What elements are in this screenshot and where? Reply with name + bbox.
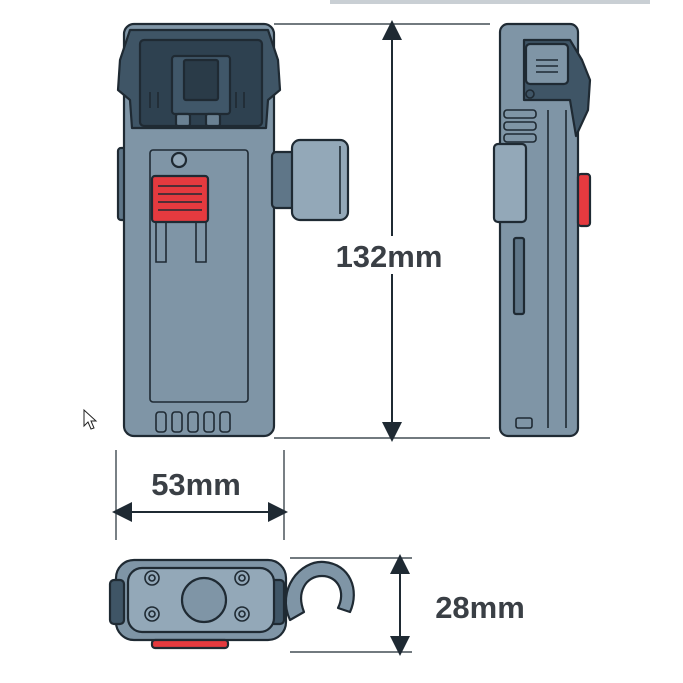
depth-dimension: 28mm (290, 554, 525, 656)
mouse-cursor-icon (83, 408, 98, 430)
height-dimension: 132mm (274, 19, 490, 442)
height-label: 132mm (336, 239, 443, 274)
width-label: 53mm (151, 467, 241, 502)
depth-label: 28mm (435, 590, 525, 625)
front-clip-inner (182, 58, 220, 102)
top-view (108, 558, 355, 650)
front-red-latch (150, 174, 210, 224)
front-battery-panel (149, 149, 249, 403)
front-knob (290, 138, 350, 222)
top-center-circle (180, 576, 228, 624)
top-edge-shadow (330, 0, 650, 4)
front-screw (170, 151, 188, 169)
front-view (116, 22, 350, 438)
side-slot (512, 236, 526, 316)
top-c-clip (284, 560, 355, 622)
side-red-button (576, 172, 592, 228)
front-clip-slot-left (174, 112, 192, 128)
top-red-edge (150, 638, 230, 650)
side-body (498, 22, 580, 438)
side-speaker-grille (524, 42, 570, 86)
width-dimension: 53mm (112, 450, 288, 540)
side-view (492, 22, 592, 438)
side-knob (492, 142, 528, 224)
front-bottom-vents (155, 411, 231, 433)
side-bottom-port (515, 417, 533, 429)
front-clip-slot-right (204, 112, 222, 128)
top-left-bumper (108, 578, 126, 626)
